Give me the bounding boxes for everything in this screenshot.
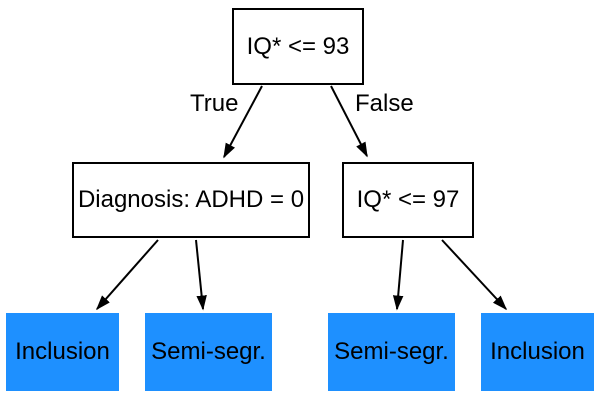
edge-label-false: False bbox=[355, 90, 414, 117]
edge-label-true: True bbox=[190, 90, 239, 117]
leaf-node-inclusion-2: Inclusion bbox=[481, 313, 594, 391]
edge-left-to-leaf-1 bbox=[96, 239, 159, 311]
root-decision-node: IQ* <= 93 bbox=[232, 8, 364, 85]
right-decision-node: IQ* <= 97 bbox=[342, 162, 474, 238]
left-decision-node: Diagnosis: ADHD = 0 bbox=[72, 162, 310, 238]
leaf-node-inclusion-1: Inclusion bbox=[6, 313, 119, 391]
leaf-node-semi-segr-1: Semi-segr. bbox=[145, 313, 272, 391]
edge-right-to-leaf-4 bbox=[441, 239, 508, 311]
edge-left-to-leaf-2 bbox=[195, 239, 207, 311]
leaf-node-semi-segr-2: Semi-segr. bbox=[328, 313, 455, 391]
edge-right-to-leaf-3 bbox=[392, 239, 404, 311]
